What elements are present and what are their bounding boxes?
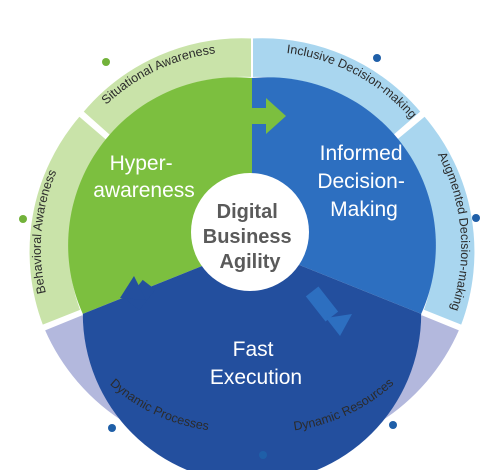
sector-label-informed-line-3: Making: [330, 198, 398, 221]
center-label-line-1: Digital: [217, 201, 278, 223]
blue-dot-icon: [259, 451, 267, 459]
decorative-dots: [19, 54, 480, 459]
center-label: Digital Business Agility: [203, 201, 298, 273]
sector-label-fast-execution: Fast Execution: [210, 338, 302, 389]
flow-arrows: [120, 98, 352, 336]
green-dot-icon: [19, 215, 27, 223]
center-disc: [191, 173, 309, 291]
blue-dot-icon: [472, 214, 480, 222]
arrow-up-left-icon: [120, 276, 156, 311]
sector-label-fast-line-2: Execution: [210, 366, 302, 389]
blue-dot-icon: [389, 421, 397, 429]
sector-label-hyperawareness: Hyper- awareness: [93, 152, 195, 202]
center-label-line-3: Agility: [219, 251, 281, 273]
green-dot-icon: [102, 58, 110, 66]
sector-label-informed: Informed Decision- Making: [317, 142, 410, 221]
blue-dot-icon: [373, 54, 381, 62]
sector-fast-execution: [82, 246, 422, 470]
sector-label-fast-line-1: Fast: [233, 338, 274, 361]
blue-dot-icon: [108, 424, 116, 432]
sector-label-hyper-line-2: awareness: [93, 179, 195, 202]
arrow-down-right-icon: [305, 286, 352, 336]
sector-label-informed-line-1: Informed: [320, 142, 403, 165]
sector-label-hyper-line-1: Hyper-: [110, 152, 173, 175]
center-label-line-2: Business: [203, 226, 292, 248]
sector-label-informed-line-2: Decision-: [317, 170, 405, 193]
arrow-right-icon: [244, 98, 286, 134]
